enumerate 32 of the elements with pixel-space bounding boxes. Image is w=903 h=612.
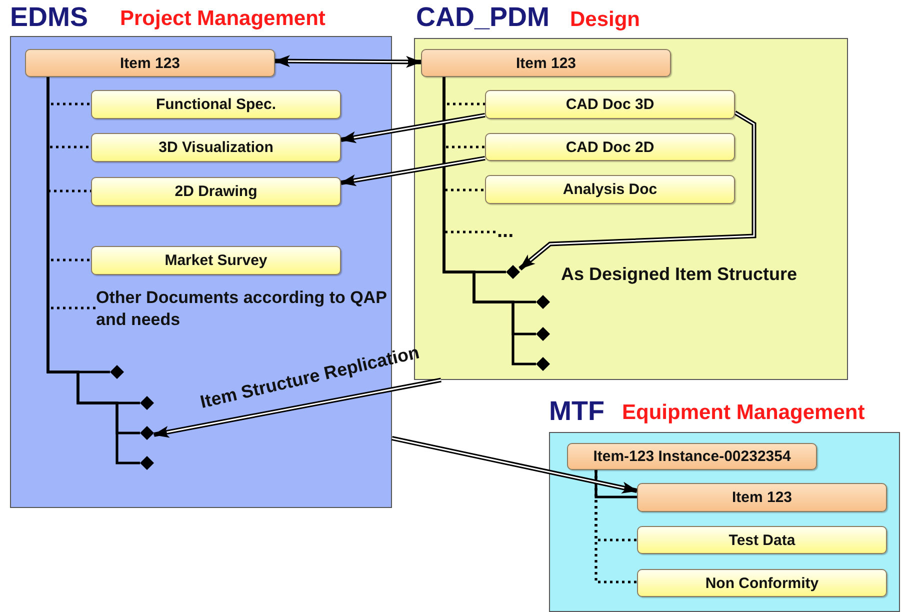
- panel-title: CAD_PDM: [416, 4, 550, 31]
- document-box: Analysis Doc: [485, 175, 735, 204]
- document-box: Non Conformity: [637, 569, 887, 597]
- diamond-marker: [140, 426, 154, 440]
- diamond-marker: [140, 456, 154, 470]
- document-box: 2D Drawing: [91, 177, 341, 206]
- panel-subtitle: Equipment Management: [622, 402, 865, 423]
- document-box: CAD Doc 2D: [485, 133, 735, 161]
- panel-title: MTF: [549, 398, 604, 425]
- item-box: Item 123: [421, 49, 671, 77]
- edge-label: Item Structure Replication: [198, 342, 422, 413]
- diamond-marker: [536, 357, 550, 371]
- ellipsis-text: ...: [497, 218, 531, 244]
- item-box: Item 123: [637, 483, 887, 512]
- panel-subtitle: Project Management: [120, 8, 326, 29]
- document-box: CAD Doc 3D: [485, 90, 735, 119]
- panel-title: EDMS: [10, 4, 88, 31]
- tree-line: [594, 470, 637, 498]
- document-box: Functional Spec.: [91, 90, 341, 119]
- panel-subtitle: Design: [570, 9, 640, 30]
- diamond-marker: [536, 327, 550, 341]
- note-text: Other Documents according to QAP and needs: [96, 287, 396, 332]
- document-box: Market Survey: [91, 246, 341, 275]
- structure-label: As Designed Item Structure: [561, 264, 798, 285]
- diamond-marker: [140, 396, 154, 410]
- item-box: Item 123: [25, 49, 275, 77]
- diamond-marker: [536, 295, 550, 309]
- item-box: Item-123 Instance-00232354: [567, 443, 817, 470]
- document-box: 3D Visualization: [91, 133, 341, 162]
- diamond-marker: [110, 365, 124, 379]
- diamond-marker: [506, 265, 520, 279]
- document-box: Test Data: [637, 526, 887, 554]
